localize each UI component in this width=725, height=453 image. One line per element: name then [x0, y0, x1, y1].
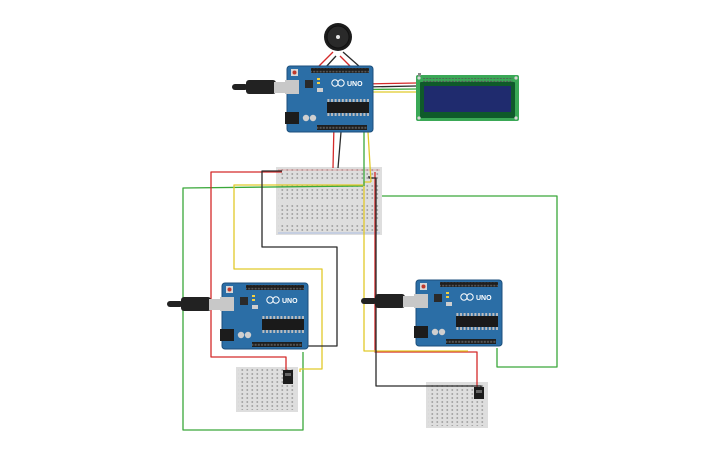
digital-header-pins — [440, 282, 498, 287]
chip-pins — [262, 316, 304, 319]
wire-black-left — [261, 170, 338, 347]
chip-pins — [327, 99, 369, 102]
atmega-chip — [327, 102, 369, 113]
status-led — [252, 295, 255, 297]
capacitor — [237, 331, 245, 339]
wire-green-left-loop — [182, 185, 364, 431]
power-jack — [414, 326, 428, 338]
reset-button-cap — [227, 287, 232, 292]
digital-header-pins — [246, 285, 304, 290]
chip-pins — [262, 330, 304, 333]
capacitor — [309, 114, 317, 122]
chip-pins — [327, 113, 369, 116]
logo-ring — [272, 296, 280, 304]
logo-ring — [337, 79, 345, 87]
board-label: UNO — [347, 81, 363, 88]
sensor-module-icon[interactable] — [283, 370, 293, 384]
chip-pins — [456, 313, 498, 316]
status-led — [446, 292, 449, 294]
usb-cable-icon — [167, 80, 417, 311]
status-led — [446, 296, 449, 298]
status-led — [317, 82, 320, 84]
usb-chip — [240, 297, 248, 305]
usb-port — [414, 294, 428, 308]
usb-chip — [434, 294, 442, 302]
reset-button-cap — [421, 284, 426, 289]
atmega-chip — [456, 316, 498, 327]
capacitor — [431, 328, 439, 336]
atmega-chip — [262, 319, 304, 330]
crystal — [317, 88, 323, 92]
power-jack — [285, 112, 299, 124]
wires — [182, 51, 558, 431]
crystal — [252, 305, 258, 309]
wire-buzzer-black — [342, 51, 361, 68]
reset-button-cap — [292, 70, 297, 75]
capacitor — [302, 114, 310, 122]
breadboard-main — [276, 167, 382, 235]
status-led — [252, 299, 255, 301]
arduino-right[interactable]: UNO — [414, 279, 503, 347]
usb-port — [285, 80, 299, 94]
wire-red-left — [210, 171, 287, 372]
logo-ring — [466, 293, 474, 301]
usb-port — [220, 297, 234, 311]
board-label: UNO — [282, 298, 298, 305]
board-label: UNO — [476, 295, 492, 302]
wire-black-right — [368, 176, 482, 390]
wire-buzzer-red — [317, 51, 334, 68]
arduino-top[interactable]: UNO — [285, 65, 374, 133]
power-jack — [220, 329, 234, 341]
wire-yellow-top — [367, 131, 372, 183]
lcd-display-icon[interactable] — [416, 73, 519, 121]
capacitor — [244, 331, 252, 339]
wire-yellow-right — [363, 181, 468, 352]
piezo-buzzer-icon[interactable] — [324, 23, 352, 51]
capacitor — [438, 328, 446, 336]
usb-chip — [305, 80, 313, 88]
power-header-pins — [446, 339, 496, 344]
power-header-pins — [317, 125, 367, 130]
status-led — [317, 78, 320, 80]
power-header-pins — [252, 342, 302, 347]
wire-red-right — [374, 172, 478, 389]
wire-yellow-left — [233, 184, 363, 372]
digital-header-pins — [311, 68, 369, 73]
wire-green-right-loop — [382, 195, 558, 368]
crystal — [446, 302, 452, 306]
sensor-module-right[interactable] — [474, 387, 484, 399]
arduino-left[interactable]: UNO — [220, 282, 309, 350]
wire-black-top-gnd — [337, 131, 342, 169]
chip-pins — [456, 327, 498, 330]
